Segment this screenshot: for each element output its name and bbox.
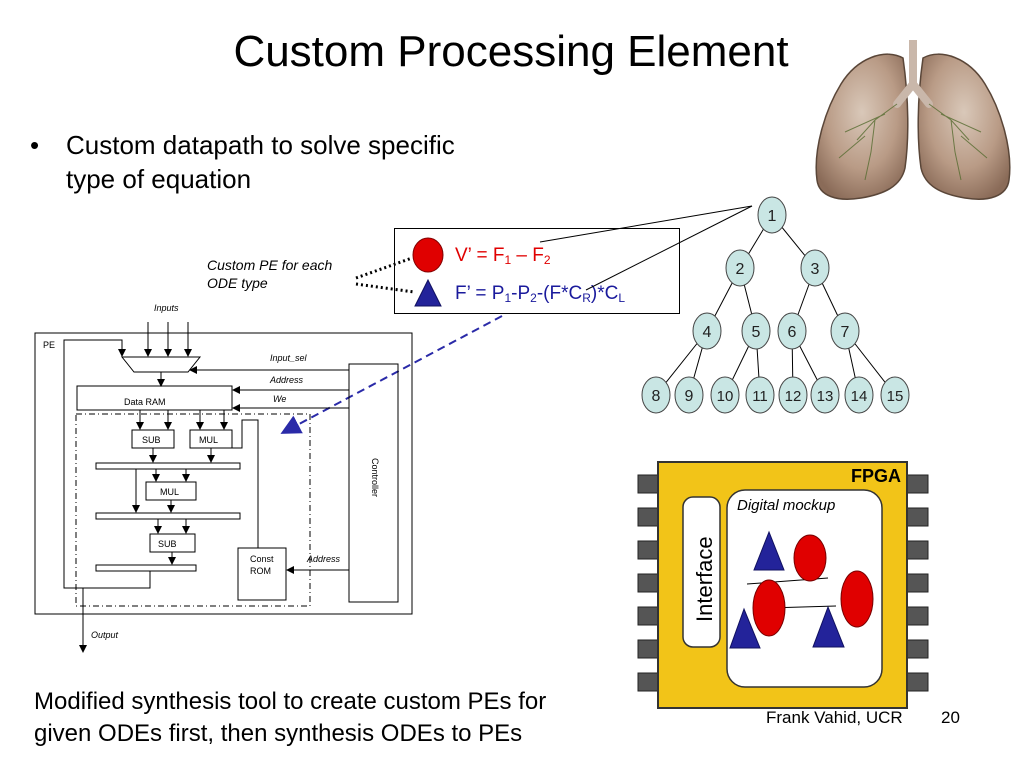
tree-node: 2 (725, 249, 755, 287)
mul-label-1: MUL (199, 435, 218, 445)
data-ram-label: Data RAM (124, 397, 166, 407)
lungs-image (815, 40, 1011, 200)
equation-v: V’ = F1 – F2 (455, 245, 551, 267)
fpga-chip: FPGA Interface Digital mockup (637, 461, 929, 709)
tree-node-label: 6 (788, 324, 797, 341)
we-label: We (273, 394, 286, 404)
bullet-text: Custom datapath to solve specific type o… (66, 130, 455, 194)
interface-label: Interface (692, 536, 717, 622)
bullet-marker: • (30, 130, 40, 160)
tree-node: 12 (778, 376, 808, 414)
tree-node: 15 (880, 376, 910, 414)
red-circle-icon (412, 237, 444, 273)
dashed-arrow (280, 315, 503, 434)
tree-node: 14 (844, 376, 874, 414)
mul-label-2: MUL (160, 487, 179, 497)
fpga-pins (637, 474, 929, 692)
tree-edges (655, 214, 896, 396)
tree-node: 5 (741, 312, 771, 350)
tree-node: 3 (800, 249, 830, 287)
blue-triangle-icon (414, 278, 442, 307)
pe-diagram (34, 322, 413, 653)
tree-node: 13 (810, 376, 840, 414)
input-sel-label: Input_sel (270, 353, 308, 363)
footer-author: Frank Vahid, UCR (766, 708, 903, 727)
sub-label-2: SUB (158, 539, 177, 549)
pe-label: PE (43, 340, 55, 350)
tree-node: 9 (674, 376, 704, 414)
equation-symbols (412, 237, 444, 307)
mockup-circle-icon (752, 579, 786, 637)
tree-node-label: 8 (652, 388, 661, 405)
tree-node-label: 10 (717, 388, 734, 405)
caption-connectors (355, 256, 415, 294)
tree-node-label: 14 (851, 388, 868, 405)
tree-node-label: 13 (817, 388, 834, 405)
tree-link-lines (539, 205, 753, 291)
equation-f: F’ = P1-P2-(F*CR)*CL (455, 283, 626, 305)
tree-node: 10 (710, 376, 740, 414)
fpga-label: FPGA (851, 466, 901, 486)
tree-node-label: 15 (887, 388, 904, 405)
tree-node-label: 12 (785, 388, 802, 405)
rom-label: ROM (250, 566, 271, 576)
tree-node: 7 (830, 312, 860, 350)
equation-box (394, 228, 680, 314)
interface-panel (682, 496, 721, 648)
digital-mockup-label: Digital mockup (737, 497, 835, 514)
tree-node-label: 3 (811, 261, 820, 278)
footer-text: Modified synthesis tool to create custom… (34, 688, 547, 747)
output-label: Output (91, 630, 119, 640)
page-number: 20 (941, 708, 960, 727)
mockup-triangle-icon (729, 607, 761, 649)
address-label: Address (269, 375, 304, 385)
tree-node-label: 7 (841, 324, 850, 341)
sub-label-1: SUB (142, 435, 161, 445)
mockup-triangle-icon (812, 605, 845, 648)
tree-node-label: 9 (685, 388, 694, 405)
tree-node: 11 (745, 376, 775, 414)
controller-label: Controller (370, 458, 380, 497)
slide-title: Custom Processing Element (233, 27, 789, 76)
inputs-label: Inputs (154, 303, 179, 313)
tree-node-label: 5 (752, 324, 761, 341)
tree-node-label: 2 (736, 261, 745, 278)
tree-node-label: 11 (752, 388, 768, 405)
tree-node-label: 1 (768, 208, 777, 225)
tree-node: 4 (692, 312, 722, 350)
tree-node-label: 4 (703, 324, 712, 341)
tree-node: 8 (641, 376, 671, 414)
address-label-2: Address (306, 554, 341, 564)
const-label: Const (250, 554, 274, 564)
mockup-triangle-icon (753, 530, 785, 571)
mockup-circle-icon (840, 570, 874, 628)
tree-node: 6 (777, 312, 807, 350)
tree-node: 1 (757, 196, 787, 234)
mockup-circle-icon (793, 534, 827, 582)
